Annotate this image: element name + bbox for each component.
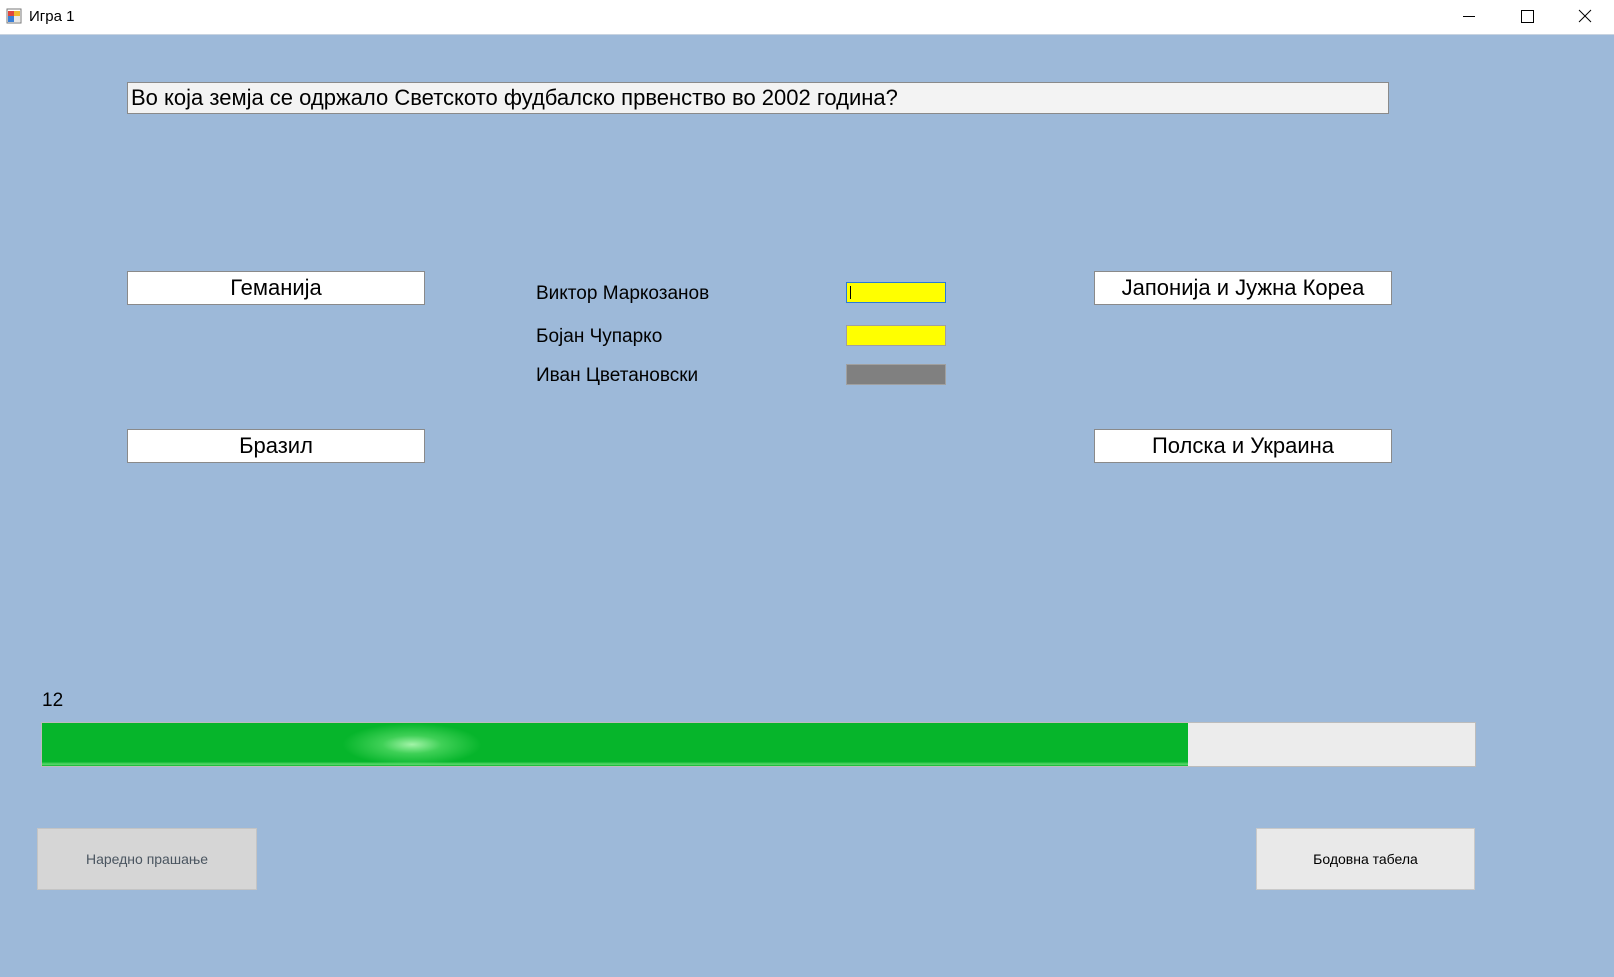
player-status-box-1[interactable]: [846, 282, 946, 303]
player-status-box-2[interactable]: [846, 325, 946, 346]
answer-button-3[interactable]: Бразил: [127, 429, 425, 463]
text-caret: [850, 286, 851, 299]
player-name-2: Бојан Чупарко: [536, 326, 663, 347]
title-bar: Игра 1: [0, 0, 1614, 35]
scoreboard-button[interactable]: Бодовна табела: [1256, 828, 1475, 890]
minimize-icon[interactable]: [1440, 0, 1498, 34]
question-textbox: Во која земја се одржало Светското фудба…: [127, 82, 1389, 114]
maximize-icon[interactable]: [1498, 0, 1556, 34]
progress-fill: [42, 723, 1189, 766]
answer-button-1[interactable]: Геманија: [127, 271, 425, 305]
answer-button-2[interactable]: Јапонија и Јужна Кореа: [1094, 271, 1392, 305]
player-name-3: Иван Цветановски: [536, 365, 699, 386]
next-question-button[interactable]: Наредно прашање: [37, 828, 257, 890]
answer-button-4[interactable]: Полска и Украина: [1094, 429, 1392, 463]
progress-shine: [342, 723, 482, 766]
app-icon: [6, 8, 22, 24]
player-status-box-3[interactable]: [846, 364, 946, 385]
player-name-1: Виктор Маркозанов: [536, 283, 710, 304]
timer-progress-bar: [41, 722, 1476, 767]
window-title: Игра 1: [29, 8, 75, 25]
timer-countdown: 12: [42, 690, 64, 711]
close-icon[interactable]: [1556, 0, 1614, 34]
